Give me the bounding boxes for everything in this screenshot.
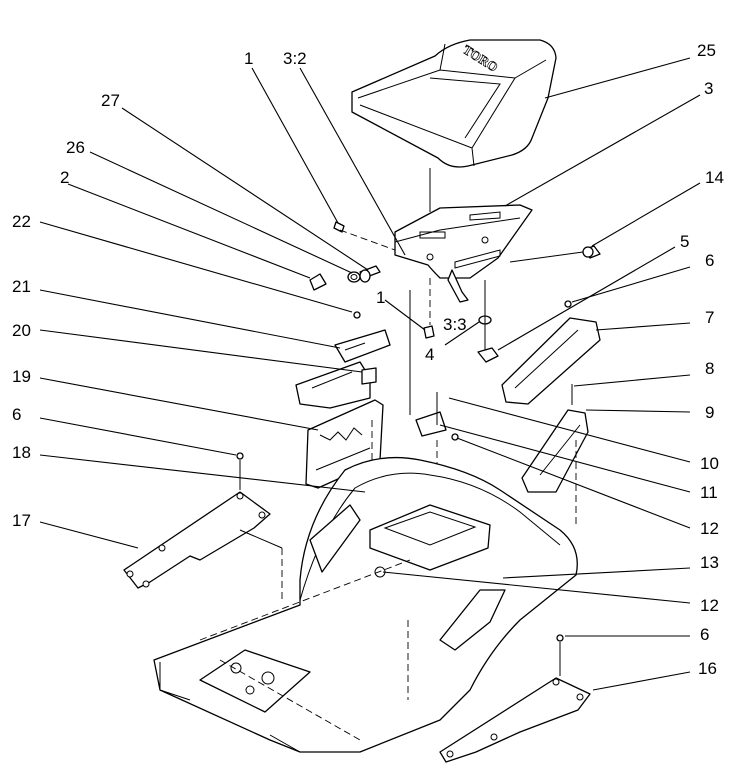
callout-12: 12 xyxy=(700,519,719,538)
callout-26: 26 xyxy=(66,138,85,157)
callout-labels: 25 3 14 5 6 7 8 9 10 11 12 13 12 6 16 1 … xyxy=(12,41,724,678)
leader-lines xyxy=(39,57,701,691)
callout-22: 22 xyxy=(12,212,31,231)
fender-plate-right xyxy=(501,317,601,493)
callout-14: 14 xyxy=(705,168,724,187)
callout-6: 6 xyxy=(700,625,709,644)
callout-19: 19 xyxy=(12,367,31,386)
callout-5: 5 xyxy=(680,232,689,251)
callout-13: 13 xyxy=(700,553,719,572)
seat: TORO xyxy=(351,39,557,168)
callout-10: 10 xyxy=(700,454,719,473)
seat-switch xyxy=(309,265,381,291)
callout-3-3: 3:3 xyxy=(443,315,467,334)
callout-9: 9 xyxy=(705,403,714,422)
callout-12: 12 xyxy=(700,596,719,615)
callout-1: 1 xyxy=(376,288,385,307)
callout-6: 6 xyxy=(705,251,714,270)
callout-3-2: 3:2 xyxy=(283,49,307,68)
callout-7: 7 xyxy=(705,308,714,327)
mount-bracket xyxy=(415,392,459,441)
chassis-frame xyxy=(153,456,578,753)
callout-21: 21 xyxy=(12,277,31,296)
callout-25: 25 xyxy=(697,41,716,60)
callout-20: 20 xyxy=(12,321,31,340)
footrest-plate-left xyxy=(123,491,271,589)
callout-2: 2 xyxy=(60,168,69,187)
callout-4: 4 xyxy=(425,345,434,364)
callout-17: 17 xyxy=(12,511,31,530)
knob xyxy=(582,245,601,259)
callout-1: 1 xyxy=(244,49,253,68)
callout-3: 3 xyxy=(704,79,713,98)
callout-8: 8 xyxy=(705,359,714,378)
callout-18: 18 xyxy=(12,443,31,462)
callout-11: 11 xyxy=(700,483,718,502)
callout-27: 27 xyxy=(101,91,120,110)
footrest-plate-right xyxy=(439,677,591,763)
seat-bracket xyxy=(394,204,533,303)
plate-21 xyxy=(334,329,391,363)
callout-6: 6 xyxy=(12,405,21,424)
callout-16: 16 xyxy=(698,659,717,678)
